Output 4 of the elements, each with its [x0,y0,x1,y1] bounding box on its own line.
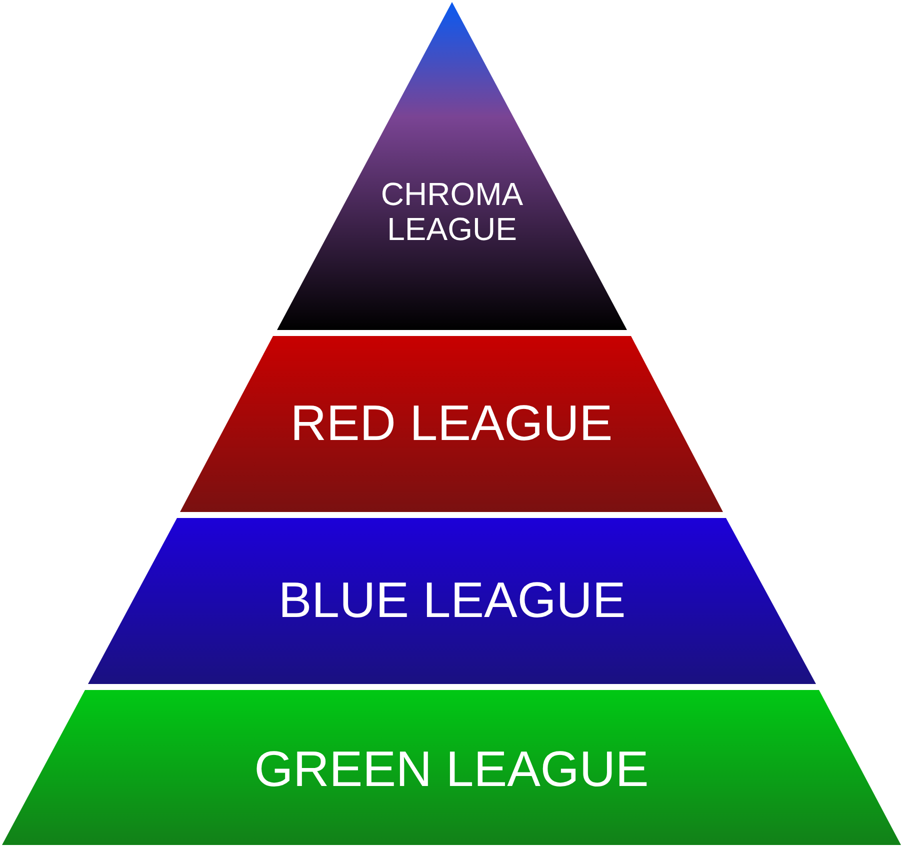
tier-label: RED LEAGUE [289,396,614,451]
tier-label: BLUE LEAGUE [277,573,627,628]
tier-label: GREEN LEAGUE [253,742,650,797]
tier-label: CHROMA LEAGUE [380,177,524,248]
